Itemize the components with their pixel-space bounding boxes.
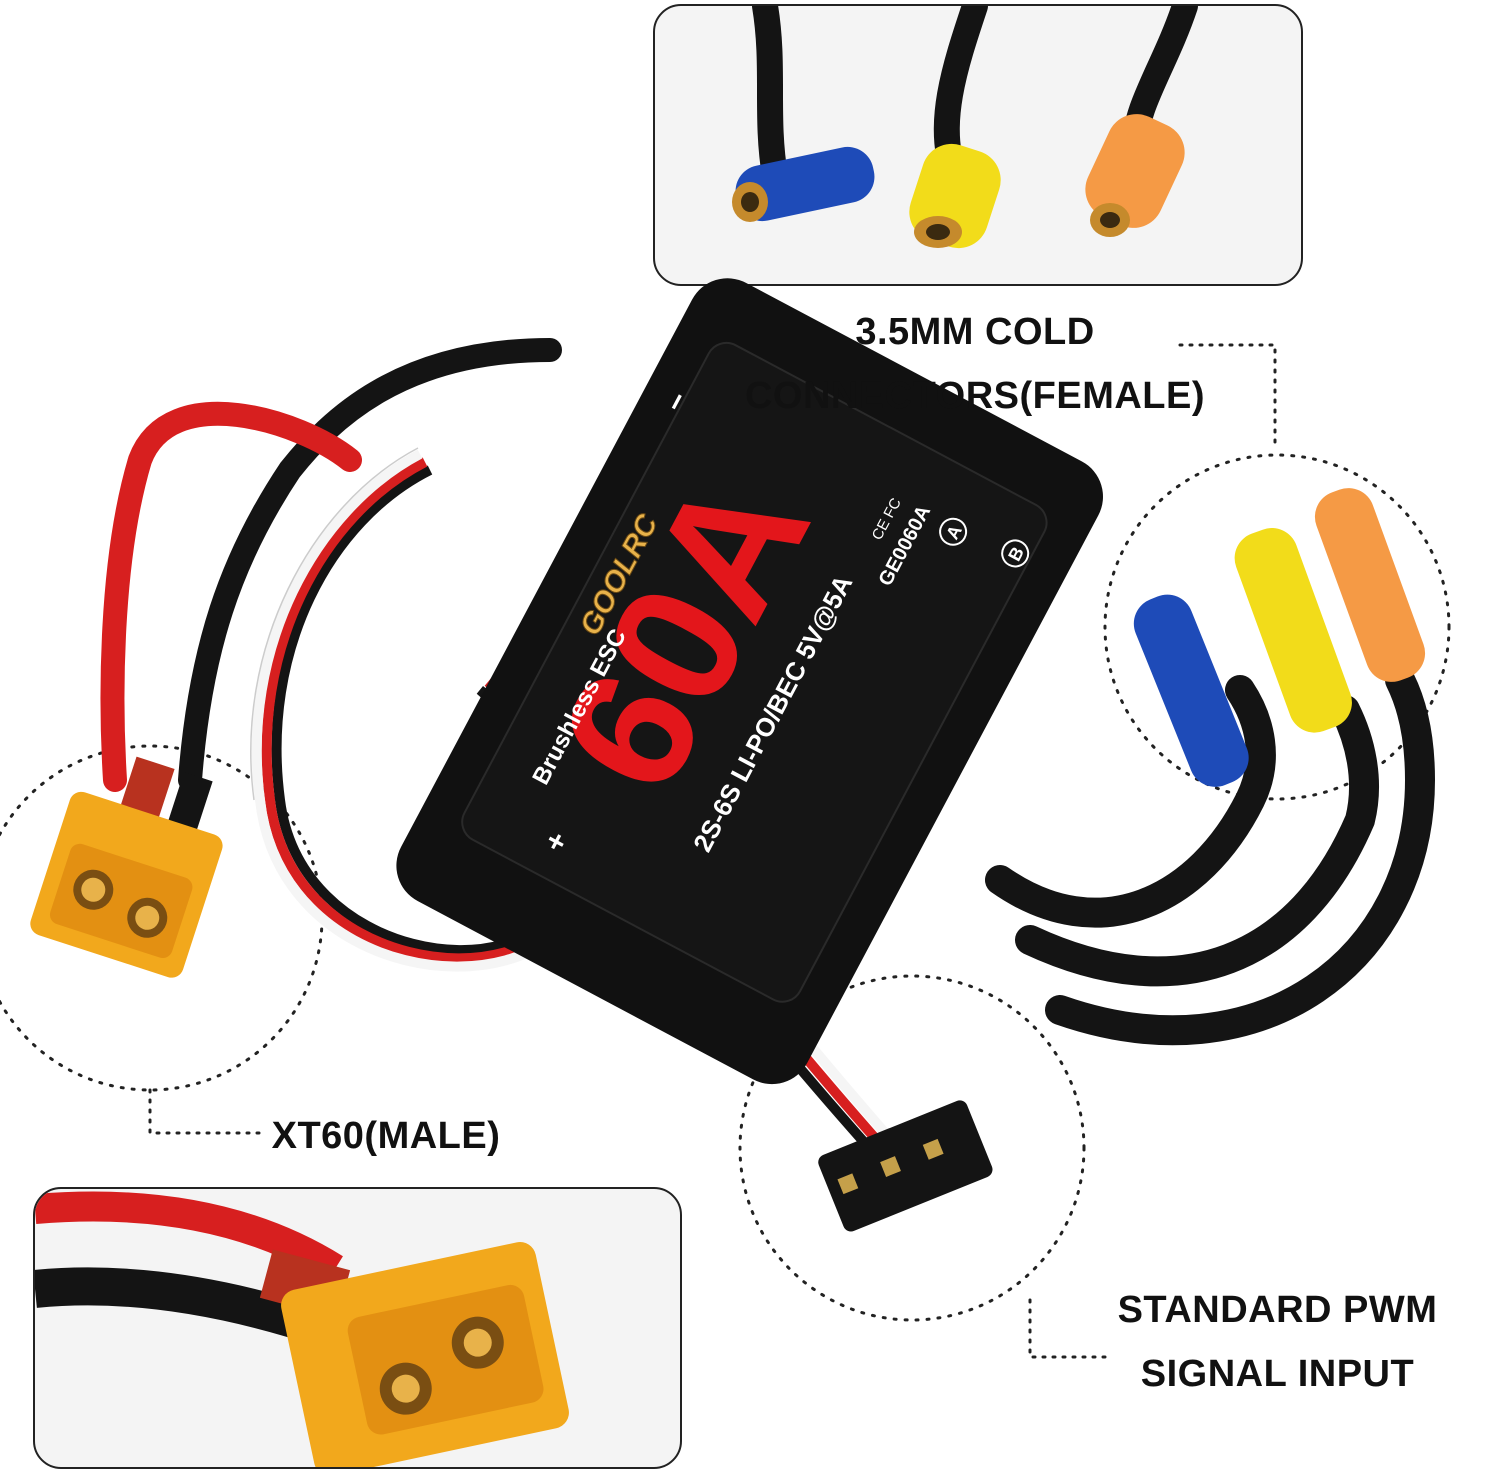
signal-callout-leader bbox=[1028, 1298, 1107, 1359]
xt60-closeup bbox=[33, 1187, 682, 1469]
signal-callout-line2: SIGNAL INPUT bbox=[1140, 1353, 1415, 1395]
phase-c-marker bbox=[1070, 559, 1099, 588]
motor-connectors-closeup-image bbox=[732, 6, 1198, 249]
xt60-closeup-connector bbox=[281, 1242, 569, 1467]
signal-callout-line1: STANDARD PWM bbox=[1117, 1289, 1438, 1331]
phase-a-marker bbox=[939, 517, 968, 546]
yellow-bullet-sleeve bbox=[1234, 528, 1352, 733]
motor-connectors-closeup bbox=[653, 4, 1303, 286]
signal-connector-highlight-circle bbox=[738, 974, 1086, 1322]
orange-bullet-sleeve bbox=[1314, 488, 1426, 682]
motor-connectors-callout: 3.5MM COLD CONNECTORS(FEMALE) bbox=[740, 300, 1210, 428]
xt60-closeup-image bbox=[35, 1191, 569, 1467]
positive-power-wire bbox=[100, 401, 362, 792]
esc-body bbox=[396, 278, 1103, 1085]
phase-b-wire bbox=[1015, 695, 1380, 987]
xt60-male-connector bbox=[30, 756, 223, 978]
signal-callout: STANDARD PWM SIGNAL INPUT bbox=[1105, 1278, 1450, 1406]
motor-callout-leader bbox=[1178, 343, 1277, 452]
motor-connectors-callout-line1: 3.5MM COLD bbox=[855, 311, 1095, 353]
motor-connectors-callout-line2: CONNECTORS(FEMALE) bbox=[744, 375, 1206, 417]
blue-bullet-connector bbox=[732, 146, 875, 222]
blue-bullet-sleeve bbox=[1133, 594, 1249, 787]
phase-b-marker bbox=[1001, 539, 1030, 568]
phase-c-wire bbox=[1045, 665, 1436, 1046]
xt60-callout-label: XT60(MALE) bbox=[271, 1115, 501, 1157]
phase-a-wire bbox=[985, 675, 1276, 928]
negative-power-wire bbox=[178, 338, 562, 792]
xt60-callout-leader bbox=[148, 1088, 267, 1135]
servo-signal-plug bbox=[818, 1100, 993, 1232]
xt60-callout: XT60(MALE) bbox=[262, 1104, 510, 1168]
orange-bullet-connector bbox=[1085, 114, 1185, 237]
motor-connector-highlight-circle bbox=[1103, 453, 1451, 801]
yellow-bullet-connector bbox=[909, 143, 1001, 249]
